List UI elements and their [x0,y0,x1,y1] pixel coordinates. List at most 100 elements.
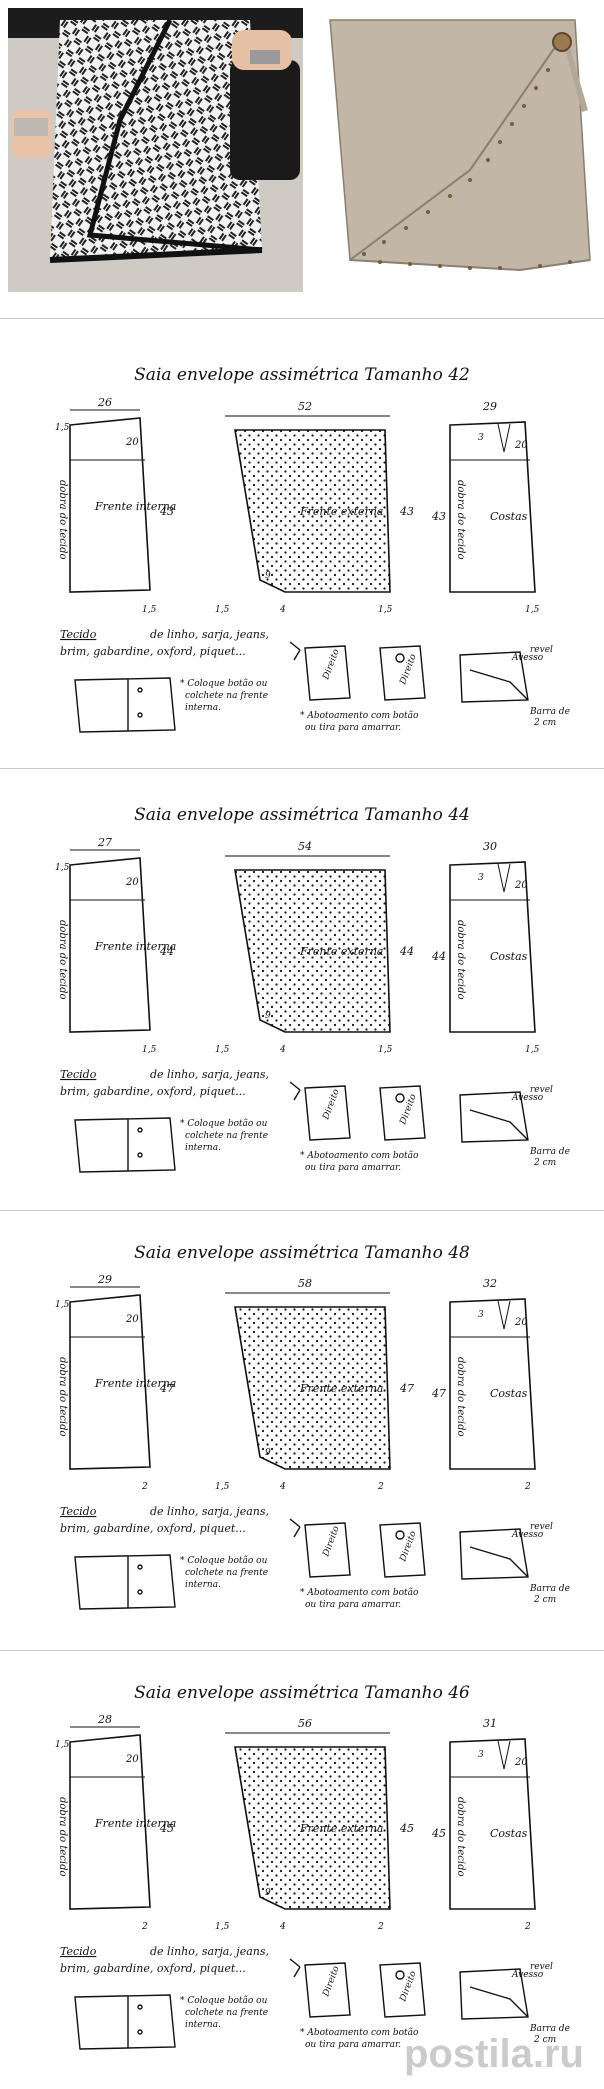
front-outer-label: Frente externa [299,1382,383,1395]
watermark-text: postila.ru [404,2032,584,2076]
back-height: 47 [431,1387,446,1400]
back-fold: dobra do tecido [455,480,466,560]
front-outer-piece [225,855,391,1033]
front-outer-bottom-right: 2 [377,1482,384,1492]
tecido-line-1: de linho, sarja, jeans, [150,628,269,641]
watermark-logo: postila.ru [404,2032,584,2076]
back-dart: 3 [478,1750,484,1760]
tecido-line-2: brim, gabardine, oxford, piquet... [60,645,246,658]
back-height: 45 [431,1827,446,1840]
front-inner-piece [69,849,151,1033]
front-inner-fold: dobra do tecido [57,920,68,1000]
front-outer-bottom-mid: 4 [279,605,286,615]
front-inner-fold: dobra do tecido [57,480,68,560]
button-note-1: * Coloque botão ou [180,1995,268,2006]
direito-label-1: Direito [321,1524,342,1559]
front-outer-bottom-left: 1,5 [215,1922,230,1932]
pattern-diagram: Saia envelope assimétrica Tamanho 42 26 … [55,365,570,733]
front-outer-bottom-right: 1,5 [378,1045,393,1055]
front-outer-top-width: 52 [298,400,312,413]
back-label: Costas [490,510,528,523]
front-inner-fold: dobra do tecido [57,1357,68,1437]
barra-label-1: Barra de [529,1584,570,1594]
back-label: Costas [490,950,528,963]
front-inner-margin: 1,5 [55,863,70,873]
back-fold: dobra do tecido [455,1797,466,1877]
direito-label-1: Direito [321,1964,342,1999]
tecido-line-1: de linho, sarja, jeans, [150,1945,269,1958]
front-outer-height: 45 [399,1822,414,1835]
pattern-section: Saia envelope assimétrica Tamanho 44 27 … [0,780,604,1200]
front-outer-label: Frente externa [299,945,383,958]
barra-label-2: 2 cm [533,2035,556,2045]
front-inner-piece [69,1726,151,1910]
front-inner-bottom: 2 [141,1922,148,1932]
direito-label-2: Direito [398,1092,419,1127]
barra-label-2: 2 cm [533,1595,556,1605]
skirt-sketch-front [289,1081,426,1141]
fastening-note-2: ou tira para amarrar. [305,1163,401,1173]
button-note-1: * Coloque botão ou [180,1118,268,1129]
button-note-3: interna. [185,703,221,713]
tecido-label: Tecido [60,1505,97,1518]
front-outer-mark: 9 [265,1448,271,1458]
front-inner-top-width: 29 [97,1273,112,1286]
front-outer-bottom-left: 1,5 [215,1482,230,1492]
front-outer-height: 44 [399,945,414,958]
barra-label-1: Barra de [529,2024,570,2034]
watermark: postila.ru [374,2027,594,2081]
back-height: 43 [431,510,446,523]
front-outer-piece [225,1292,391,1470]
back-fold: dobra do tecido [455,1357,466,1437]
direito-label-2: Direito [398,652,419,687]
front-outer-bottom-left: 1,5 [215,1045,230,1055]
section-title: Saia envelope assimétrica Tamanho 44 [134,805,470,825]
divider [0,1210,604,1211]
tecido-line-2: brim, gabardine, oxford, piquet... [60,1522,246,1535]
back-top-width: 30 [483,840,497,853]
skirt-sketch-inner [74,1117,176,1173]
front-inner-piece [69,409,151,593]
front-outer-bottom-mid: 4 [279,1482,286,1492]
divider [0,318,604,319]
pattern-section: Saia envelope assimétrica Tamanho 46 28 … [0,1662,604,2082]
front-outer-height: 47 [399,1382,414,1395]
back-mark: 20 [514,1317,528,1328]
back-fold: dobra do tecido [455,920,466,1000]
section-title: Saia envelope assimétrica Tamanho 48 [134,1243,470,1263]
tecido-line-2: brim, gabardine, oxford, piquet... [60,1085,246,1098]
front-inner-margin: 1,5 [55,1300,70,1310]
back-bottom: 2 [524,1482,531,1492]
front-inner-bottom: 2 [141,1482,148,1492]
pattern-diagram: Saia envelope assimétrica Tamanho 48 29 … [55,1243,570,1610]
button-note-1: * Coloque botão ou [180,1555,268,1566]
button-note-3: interna. [185,1143,221,1153]
tecido-label: Tecido [60,1945,97,1958]
revel-label: revel [530,645,553,655]
photo-beige-skirt [305,8,603,292]
section-title: Saia envelope assimétrica Tamanho 42 [134,365,470,385]
skirt-sketch-inner [74,677,176,733]
front-inner-height: 47 [159,1382,174,1395]
fastening-note-1: * Abotoamento com botão [300,710,419,721]
back-dart: 3 [478,873,484,883]
pattern-section: Saia envelope assimétrica Tamanho 42 26 … [0,330,604,750]
back-piece [449,1738,536,1910]
front-inner-margin: 1,5 [55,1740,70,1750]
back-label: Costas [490,1827,528,1840]
fastening-note-1: * Abotoamento com botão [300,2027,419,2038]
skirt-sketch-back [459,651,529,703]
front-outer-top-width: 54 [298,840,312,853]
fastening-note-1: * Abotoamento com botão [300,1150,419,1161]
avesso-label: Avesso [511,1970,544,1980]
front-inner-label: Frente interna [94,1817,176,1830]
front-outer-top-width: 58 [298,1277,312,1290]
button-note-3: interna. [185,1580,221,1590]
fastening-note-2: ou tira para amarrar. [305,2040,401,2050]
skirt-sketch-inner [74,1554,176,1610]
skirt-sketch-front [289,641,426,701]
photo-row [0,0,604,300]
front-inner-piece [69,1286,151,1470]
barra-label-2: 2 cm [533,1158,556,1168]
front-inner-mark: 20 [125,1754,139,1765]
